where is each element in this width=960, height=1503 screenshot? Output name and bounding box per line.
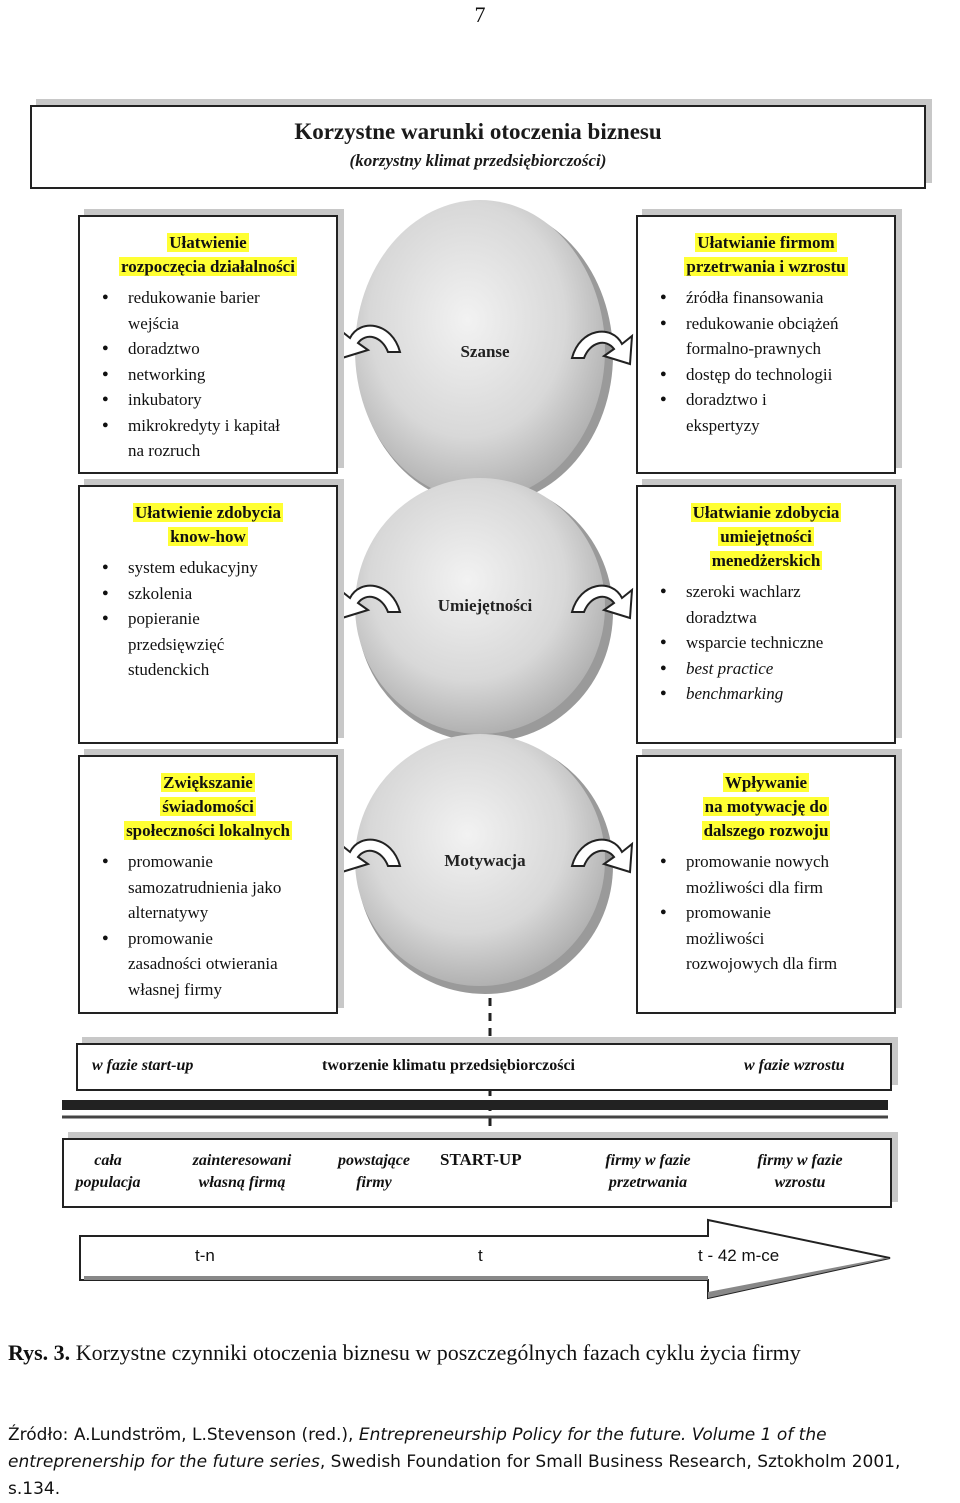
page-number: 7 xyxy=(474,2,486,27)
bullet-list: źródła finansowania redukowanie obciążeń… xyxy=(638,285,894,438)
left-panel-awareness: Zwiększanie świadomości społeczności lok… xyxy=(78,755,338,1014)
curved-arrow-left-2 xyxy=(338,584,402,620)
right-panel-management: Ułatwianie zdobycia umiejętności menedże… xyxy=(636,485,896,744)
timeline-label-tn: t-n xyxy=(195,1246,215,1265)
curved-arrow-right-2 xyxy=(570,584,634,620)
arrow-right-group xyxy=(570,330,634,874)
arrow-left-group xyxy=(338,324,402,874)
phase-growth-label: w fazie wzrostu xyxy=(744,1057,845,1074)
caption-prefix: Rys. 3. xyxy=(8,1340,71,1365)
source-label: Źródło: A.Lundström, L.Stevenson (red.), xyxy=(8,1425,359,1445)
right-panel-motivation: Wpływanie na motywację do dalszego rozwo… xyxy=(636,755,896,1014)
panel-heading: Wpływanie na motywację do dalszego rozwo… xyxy=(701,773,831,840)
stage-startup: START-UP xyxy=(440,1150,522,1169)
list-item: szkolenia xyxy=(102,581,336,607)
figure-source: Źródło: A.Lundström, L.Stevenson (red.),… xyxy=(8,1422,952,1503)
list-item: inkubatory xyxy=(102,387,336,413)
right-panel-growth: Ułatwianie firmom przetrwania i wzrostu … xyxy=(636,215,896,474)
caption-text: Korzystne czynniki otoczenia biznesu w p… xyxy=(75,1340,801,1365)
list-item: benchmarking xyxy=(660,681,894,707)
timeline-arrow xyxy=(79,1218,891,1300)
diagram-subtitle: (korzystny klimat przedsiębiorczości) xyxy=(349,151,607,170)
diagram-graphics xyxy=(62,200,891,1300)
list-item: best practice xyxy=(660,656,894,682)
timeline-label-t42: t - 42 m-ce xyxy=(698,1246,780,1265)
list-item: doradztwo xyxy=(102,336,336,362)
panel-heading: Ułatwianie zdobycia umiejętności menedże… xyxy=(690,503,842,570)
source-title: Entrepreneurship Policy for the future. … xyxy=(8,1425,827,1472)
phase-box: w fazie start-up tworzenie klimatu przed… xyxy=(76,1043,892,1091)
center-label-motywacja: Motywacja xyxy=(444,851,526,870)
pill-motywacja xyxy=(355,734,613,994)
pill-szanse xyxy=(355,200,613,505)
source-rest: , Swedish Foundation for Small Business … xyxy=(8,1452,901,1499)
curved-arrow-right-3 xyxy=(570,838,634,874)
timeline-label-t: t xyxy=(478,1246,483,1265)
list-item: źródła finansowania xyxy=(660,285,894,311)
list-item: networking xyxy=(102,362,336,388)
list-item: dostęp do technologii xyxy=(660,362,894,388)
left-panel-start: Ułatwienie rozpoczęcia działalności redu… xyxy=(78,215,338,474)
list-item: system edukacyjny xyxy=(102,555,336,581)
phase-middle-label: tworzenie klimatu przedsiębiorczości xyxy=(322,1057,575,1074)
phase-start-label: w fazie start-up xyxy=(92,1057,194,1074)
panel-heading: Zwiększanie świadomości społeczności lok… xyxy=(124,773,292,840)
center-label-szanse: Szanse xyxy=(460,342,510,361)
bullet-list: system edukacyjny szkolenia popieraniepr… xyxy=(80,555,336,683)
panel-heading: Ułatwianie firmom przetrwania i wzrostu xyxy=(684,233,848,276)
figure-caption: Rys. 3. Korzystne czynniki otoczenia biz… xyxy=(8,1330,952,1376)
center-label-umiejetnosci: Umiejętności xyxy=(437,596,533,615)
curved-arrow-left-3 xyxy=(338,838,402,874)
diagram-title-box: Korzystne warunki otoczenia biznesu (kor… xyxy=(30,105,926,189)
divider-bar xyxy=(62,1100,888,1110)
pill-umiejetnosci xyxy=(355,478,613,742)
panel-heading: Ułatwienie zdobycia know-how xyxy=(133,503,283,546)
curved-arrow-left-1 xyxy=(338,324,402,360)
left-panel-knowhow: Ułatwienie zdobycia know-how system eduk… xyxy=(78,485,338,744)
curved-arrow-right-1 xyxy=(570,330,634,366)
list-item: wsparcie techniczne xyxy=(660,630,894,656)
diagram-title: Korzystne warunki otoczenia biznesu xyxy=(294,119,662,144)
panel-heading: Ułatwienie rozpoczęcia działalności xyxy=(119,233,297,276)
